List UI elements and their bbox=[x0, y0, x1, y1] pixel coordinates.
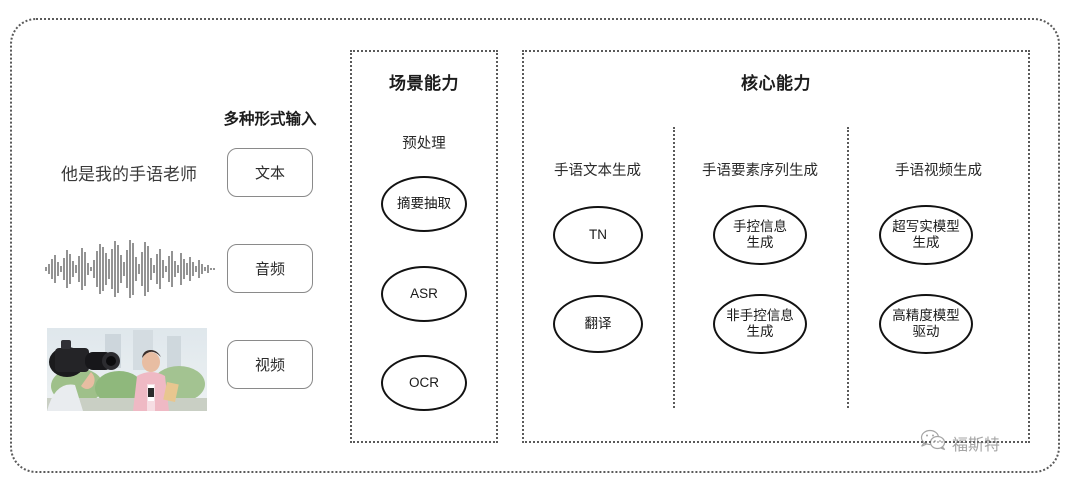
node-tn[interactable]: TN bbox=[553, 206, 643, 264]
column-divider-1 bbox=[673, 127, 675, 408]
video-thumbnail-icon bbox=[47, 328, 207, 411]
node-translation[interactable]: 翻译 bbox=[553, 295, 643, 353]
core-capability-title: 核心能力 bbox=[741, 74, 811, 93]
input-column-header: 多种形式输入 bbox=[223, 111, 317, 128]
node-summary-extraction[interactable]: 摘要抽取 bbox=[381, 176, 467, 232]
input-button-video[interactable]: 视频 bbox=[227, 340, 313, 389]
node-non-manual-info-generation[interactable]: 非手控信息 生成 bbox=[713, 294, 807, 354]
wechat-icon bbox=[920, 429, 946, 456]
preprocessing-label: 预处理 bbox=[402, 136, 446, 152]
core-column-label-text-generation: 手语文本生成 bbox=[554, 163, 641, 179]
input-button-text[interactable]: 文本 bbox=[227, 148, 313, 197]
node-ocr[interactable]: OCR bbox=[381, 355, 467, 411]
node-high-precision-model-driving[interactable]: 高精度模型 驱动 bbox=[879, 294, 973, 354]
scene-capability-box bbox=[350, 50, 498, 443]
core-column-label-video-generation: 手语视频生成 bbox=[895, 163, 982, 179]
node-manual-info-generation[interactable]: 手控信息 生成 bbox=[713, 205, 807, 265]
outer-frame bbox=[10, 18, 1060, 473]
watermark: 福斯特 bbox=[920, 429, 1000, 456]
scene-capability-title: 场景能力 bbox=[389, 74, 459, 93]
sample-text-input: 他是我的手语老师 bbox=[61, 165, 197, 184]
core-column-label-element-sequence: 手语要素序列生成 bbox=[702, 163, 818, 179]
watermark-text: 福斯特 bbox=[952, 436, 1001, 454]
node-photorealistic-model-generation[interactable]: 超写实模型 生成 bbox=[879, 205, 973, 265]
input-button-audio[interactable]: 音频 bbox=[227, 244, 313, 293]
audio-waveform-icon bbox=[44, 238, 216, 300]
node-asr[interactable]: ASR bbox=[381, 266, 467, 322]
core-capability-box bbox=[522, 50, 1030, 443]
column-divider-2 bbox=[847, 127, 849, 408]
